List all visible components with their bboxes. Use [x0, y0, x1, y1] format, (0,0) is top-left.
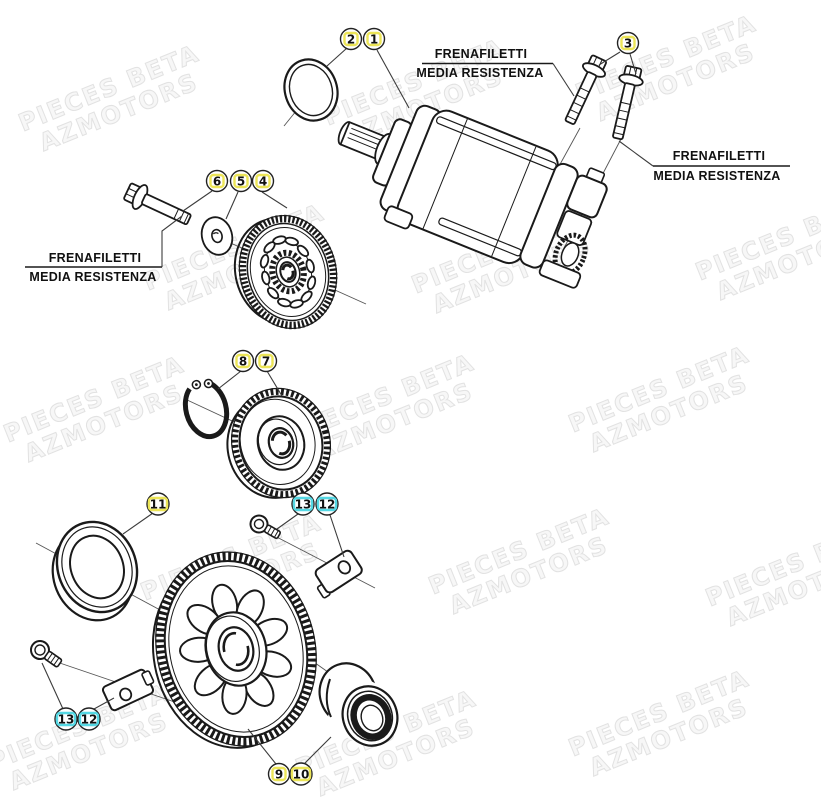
- part-main-gear-9: [151, 551, 317, 749]
- svg-text:FRENAFILETTI: FRENAFILETTI: [673, 149, 765, 163]
- watermark: PIECES BETA AZMOTORS: [564, 664, 754, 783]
- part-washer-5: [200, 216, 234, 256]
- part-screw-13-lower: [30, 640, 63, 668]
- callout-7: 7: [254, 349, 278, 373]
- svg-text:9: 9: [275, 768, 283, 782]
- svg-text:FRENAFILETTI: FRENAFILETTI: [435, 47, 527, 61]
- callout-13-lower: 13: [54, 707, 78, 731]
- svg-text:7: 7: [262, 355, 270, 369]
- svg-text:2: 2: [347, 33, 355, 47]
- callout-9: 9: [267, 762, 291, 786]
- part-circlip-8: [182, 378, 230, 440]
- watermark: PIECES BETA AZMOTORS: [0, 350, 189, 469]
- svg-text:6: 6: [213, 175, 221, 189]
- svg-text:10: 10: [293, 768, 310, 782]
- svg-text:11: 11: [150, 498, 167, 512]
- label-frenafiletti-right: FRENAFILETTI MEDIA RESISTENZA: [618, 140, 790, 183]
- part-screw-13-upper: [249, 514, 281, 540]
- watermark: PIECES BETA AZMOTORS: [424, 502, 614, 621]
- svg-text:1: 1: [370, 33, 378, 47]
- part-bolt-3a: [564, 54, 607, 125]
- svg-text:MEDIA RESISTENZA: MEDIA RESISTENZA: [416, 66, 543, 80]
- callout-2: 2: [339, 27, 363, 51]
- svg-text:8: 8: [239, 355, 247, 369]
- svg-text:4: 4: [259, 175, 267, 189]
- callout-12-upper: 12: [315, 492, 339, 516]
- callout-5: 5: [229, 169, 253, 193]
- watermark: PIECES BETA AZMOTORS: [14, 39, 204, 158]
- callout-11: 11: [146, 492, 170, 516]
- svg-text:FRENAFILETTI: FRENAFILETTI: [49, 251, 141, 265]
- part-bracket-12-upper: [314, 549, 363, 599]
- svg-text:13: 13: [295, 498, 312, 512]
- callout-1: 1: [362, 27, 386, 51]
- part-spacer-ring-11: [51, 520, 139, 622]
- leader-lines: [41, 47, 637, 765]
- callout-6: 6: [205, 169, 229, 193]
- label-frenafiletti-top: FRENAFILETTI MEDIA RESISTENZA: [416, 47, 575, 97]
- part-oring-2: [283, 58, 339, 122]
- callout-8: 8: [231, 349, 255, 373]
- part-bolt-3b: [612, 65, 644, 141]
- svg-text:MEDIA RESISTENZA: MEDIA RESISTENZA: [29, 270, 156, 284]
- svg-text:3: 3: [624, 37, 632, 51]
- part-starter-motor-1: [337, 104, 608, 289]
- callout-10: 10: [289, 762, 313, 786]
- part-bolt-6: [123, 182, 192, 226]
- watermark: PIECES BETA AZMOTORS: [0, 678, 174, 797]
- watermark: PIECES BETA AZMOTORS: [691, 188, 821, 307]
- svg-text:MEDIA RESISTENZA: MEDIA RESISTENZA: [653, 169, 780, 183]
- callout-13-upper: 13: [291, 492, 315, 516]
- part-plate-12-lower: [101, 668, 155, 712]
- part-clutch-gear-4: [233, 214, 338, 330]
- callout-4: 4: [251, 169, 275, 193]
- svg-text:5: 5: [237, 175, 245, 189]
- part-bearing-10: [318, 662, 399, 747]
- watermark: PIECES BETA AZMOTORS: [701, 514, 821, 633]
- svg-text:13: 13: [58, 713, 75, 727]
- callout-12-lower: 12: [77, 707, 101, 731]
- watermark: PIECES BETA AZMOTORS: [564, 340, 754, 459]
- svg-text:12: 12: [81, 713, 98, 727]
- svg-text:12: 12: [319, 498, 336, 512]
- callout-3: 3: [616, 31, 640, 55]
- part-idler-gear-7: [226, 387, 332, 499]
- callout-layer: 2 1 3 6 5 4 8 7: [54, 27, 640, 786]
- label-frenafiletti-left: FRENAFILETTI MEDIA RESISTENZA: [25, 215, 183, 284]
